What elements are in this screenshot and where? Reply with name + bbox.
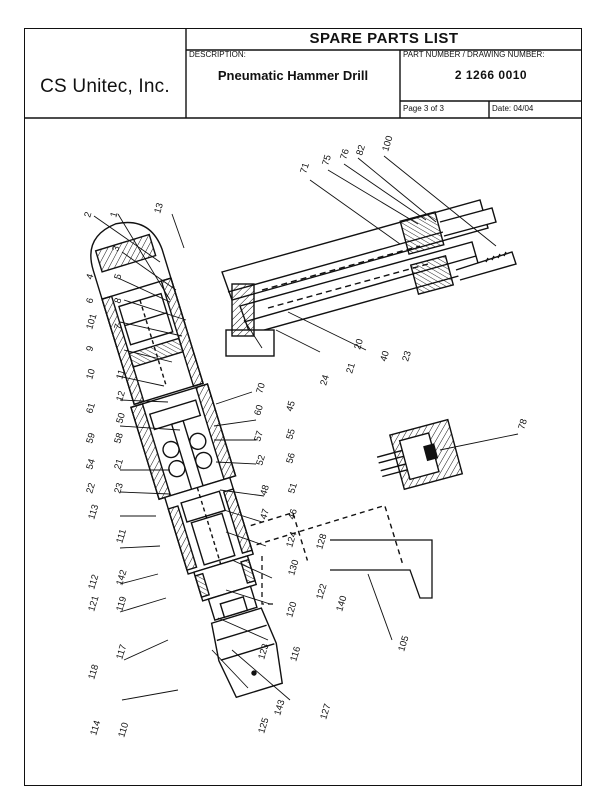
callout-label: 61 <box>84 402 98 415</box>
callout-label: 56 <box>284 452 298 465</box>
company-name: CS Unitec, Inc. <box>40 76 170 97</box>
callout-label: 21 <box>112 458 126 471</box>
callout-label: 10 <box>84 368 98 381</box>
callout-label: 6 <box>84 297 96 305</box>
callout-label: 2 <box>82 211 94 219</box>
sheet-title: SPARE PARTS LIST <box>309 30 459 47</box>
callout-label: 5 <box>112 273 124 281</box>
callout-label: 45 <box>284 400 298 413</box>
callout-label: 128 <box>314 532 329 550</box>
callout-label: 123 <box>256 642 271 660</box>
callout-label: 70 <box>254 382 268 395</box>
callout-label: 142 <box>114 568 129 586</box>
callout-label: 46 <box>286 508 300 521</box>
callout-label: 23 <box>400 350 414 363</box>
revision-date: Date: 04/04 <box>492 104 534 113</box>
callout-label: 20 <box>352 338 366 351</box>
callout-label: 82 <box>354 144 368 157</box>
callout-label: 78 <box>516 418 530 431</box>
callout-label: 114 <box>88 719 103 737</box>
detail-part-105 <box>261 539 433 605</box>
drawing-sheet-border <box>24 28 582 786</box>
callout-label: 47 <box>258 508 272 521</box>
callout-label: 110 <box>116 721 131 739</box>
callout-label: 23 <box>112 482 126 495</box>
callout-label: 11 <box>114 368 127 381</box>
callout-label: 21 <box>344 362 358 375</box>
callout-label: 111 <box>114 528 129 545</box>
description-label: DESCRIPTION: <box>189 50 246 59</box>
callout-label: 22 <box>84 482 98 495</box>
callout-label: 124 <box>284 530 299 548</box>
callout-label: 127 <box>318 702 333 720</box>
callout-label: 54 <box>84 458 98 471</box>
callout-label: 121 <box>86 594 101 612</box>
leader-lines <box>93 155 519 701</box>
description-value: Pneumatic Hammer Drill <box>217 68 369 83</box>
callout-label: 48 <box>258 484 272 497</box>
callout-label: 71 <box>298 162 312 175</box>
title-block-grid <box>24 28 582 119</box>
title-block: CS Unitec, Inc. SPARE PARTS LIST DESCRIP… <box>24 28 582 118</box>
callout-label: 117 <box>114 643 129 661</box>
callout-label: 140 <box>334 594 349 612</box>
callout-label: 113 <box>86 503 101 521</box>
callout-label: 118 <box>86 663 101 681</box>
callout-label: 40 <box>378 350 392 363</box>
callout-label: 57 <box>252 430 266 443</box>
callout-label: 112 <box>86 573 101 591</box>
callout-label: 76 <box>338 148 352 161</box>
callout-label: 51 <box>286 482 300 495</box>
page-number: Page 3 of 3 <box>403 104 444 113</box>
callout-label: 119 <box>114 595 129 613</box>
callout-label: 100 <box>380 134 395 152</box>
callout-label: 7 <box>112 323 124 331</box>
callout-label: 125 <box>256 716 271 734</box>
callout-label: 122 <box>314 582 329 600</box>
callout-label: 9 <box>84 345 96 353</box>
handle-assembly <box>221 199 517 357</box>
callout-label: 105 <box>396 634 411 652</box>
callout-label: 24 <box>318 374 332 387</box>
detail-part-76 <box>376 418 464 491</box>
callout-label: 50 <box>114 412 128 425</box>
callout-label: 75 <box>320 154 334 167</box>
callout-label: 13 <box>152 202 166 215</box>
callout-label: 52 <box>254 454 268 467</box>
part-number-label: PART NUMBER / DRAWING NUMBER: <box>403 50 545 59</box>
callout-label: 60 <box>252 404 266 417</box>
callout-label: 130 <box>286 558 301 576</box>
callout-labels: 2 1 13 3 4 5 6 8 101 7 9 10 11 12 61 50 … <box>82 134 530 738</box>
callout-label: 3 <box>110 245 122 253</box>
callout-label: 1 <box>108 211 120 219</box>
part-number-value: 2 1266 0010 <box>454 68 528 82</box>
callout-label: 101 <box>84 312 99 330</box>
callout-label: 116 <box>288 645 303 663</box>
callout-label: 12 <box>114 390 128 403</box>
callout-label: 4 <box>84 273 96 281</box>
callout-label: 58 <box>112 432 126 445</box>
callout-label: 59 <box>84 432 98 445</box>
callout-label: 120 <box>284 600 299 618</box>
callout-label: 143 <box>272 698 287 716</box>
callout-label: 8 <box>112 297 124 305</box>
callout-label: 55 <box>284 428 298 441</box>
